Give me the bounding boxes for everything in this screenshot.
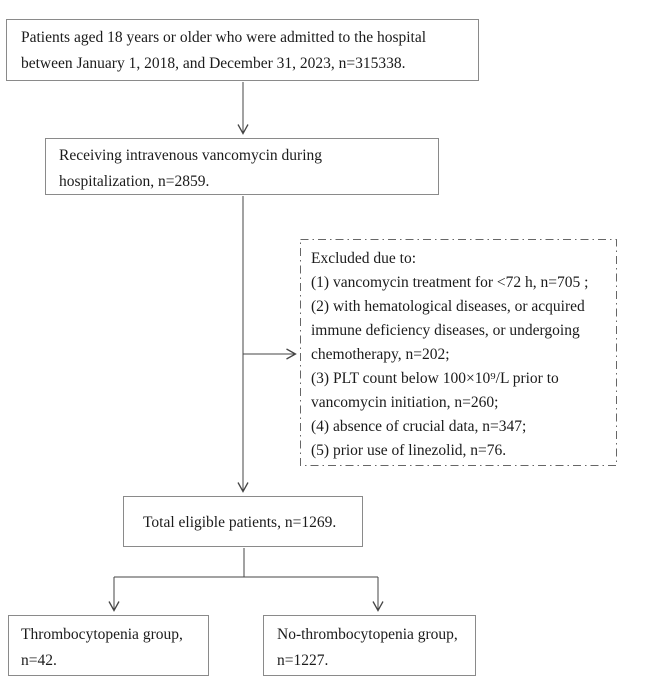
excluded-line: chemotherapy, n=202; — [311, 346, 450, 363]
excluded-line: (2) with hematological diseases, or acqu… — [311, 298, 585, 315]
box-no-thrombocytopenia-group: No-thrombocytopenia group, n=1227. — [263, 615, 476, 676]
box-no-thrombocytopenia-line: n=1227. — [277, 652, 329, 669]
box-total-line: Total eligible patients, n=1269. — [143, 514, 337, 531]
box-thrombocytopenia-group: Thrombocytopenia group, n=42. — [8, 615, 209, 676]
box-admitted-line: Patients aged 18 years or older who were… — [21, 29, 427, 46]
box-total-eligible: Total eligible patients, n=1269. — [123, 496, 363, 547]
box-vancomycin: Receiving intravenous vancomycin during … — [45, 138, 439, 195]
box-no-thrombocytopenia-line: No-thrombocytopenia group, — [277, 626, 458, 643]
box-vancomycin-line: hospitalization, n=2859. — [59, 173, 210, 190]
excluded-line: (1) vancomycin treatment for <72 h, n=70… — [311, 274, 589, 291]
excluded-box-border — [300, 239, 617, 466]
box-thrombocytopenia-line: Thrombocytopenia group, — [21, 626, 183, 643]
box-vancomycin-line: Receiving intravenous vancomycin during — [59, 147, 323, 164]
split-connector — [114, 548, 378, 578]
excluded-line: (4) absence of crucial data, n=347; — [311, 418, 527, 435]
excluded-line: (5) prior use of linezolid, n=76. — [311, 442, 507, 459]
excluded-line: (3) PLT count below 100×10⁹/L prior to — [311, 370, 559, 387]
box-admitted-patients: Patients aged 18 years or older who were… — [6, 19, 479, 81]
excluded-line: immune deficiency diseases, or undergoin… — [311, 322, 580, 339]
box-thrombocytopenia-line: n=42. — [21, 652, 57, 669]
excluded-line: vancomycin initiation, n=260; — [311, 394, 499, 411]
box-admitted-line: between January 1, 2018, and December 31… — [21, 55, 406, 72]
box-excluded: Excluded due to: (1) vancomycin treatmen… — [300, 239, 617, 466]
excluded-line: Excluded due to: — [311, 250, 417, 267]
